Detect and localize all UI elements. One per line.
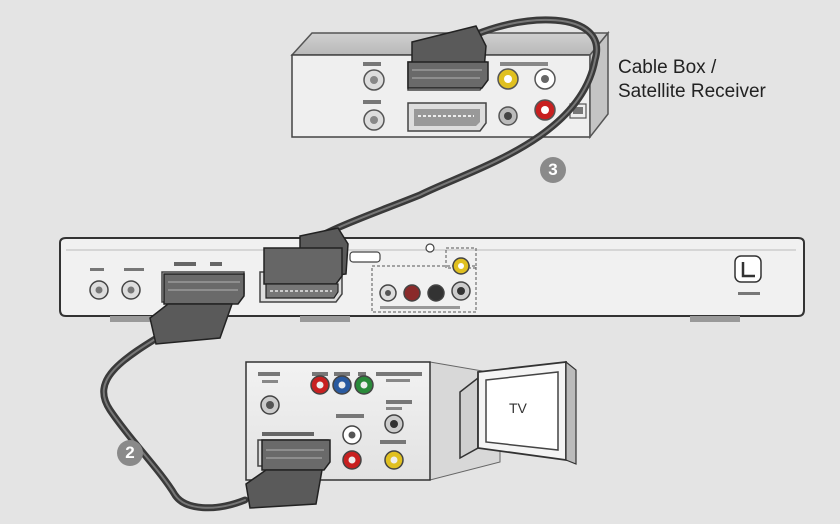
audio-out-red-jack (534, 99, 556, 121)
scart-plug-cable-box (407, 25, 489, 89)
scart-plug-tv (245, 439, 331, 509)
s-video-jack (498, 106, 518, 126)
rf-out-label (363, 100, 381, 104)
dvd-av-jack-dark (427, 284, 445, 302)
step-2-badge: 2 (117, 440, 143, 466)
dvd-rf-out-jack (121, 280, 141, 300)
cable-box-label-line1: Cable Box / (618, 57, 717, 78)
dvd-video-yellow-jack (452, 257, 470, 275)
cable-box-label-line2: Satellite Receiver (618, 81, 766, 102)
dvd-av-jack-1 (379, 284, 397, 302)
tv-video-yellow-jack (384, 450, 404, 470)
rf-in-label (363, 62, 381, 66)
dvd-s-video-jack (451, 281, 471, 301)
cable-box (290, 30, 610, 140)
tv-component-green-jack (354, 375, 374, 395)
cable-box-label: Cable Box / Satellite Receiver (618, 56, 766, 104)
tv-component-blue-jack (332, 375, 352, 395)
dvd-power-socket (734, 255, 762, 295)
tv-audio-jack (260, 395, 280, 415)
video-out-yellow-jack (497, 68, 519, 90)
audio-out-white-jack (534, 68, 556, 90)
rf-out-jack (363, 109, 385, 131)
rf-in-jack (363, 69, 385, 91)
scart-cable-2 (100, 326, 249, 512)
tv-label: TV (509, 400, 527, 416)
cable-box-scart-socket-bottom (407, 102, 487, 132)
tv-s-video-jack (384, 414, 404, 434)
scart-plug-dvd-ext1 (149, 273, 245, 345)
tv-set (459, 360, 577, 465)
step-3-badge: 3 (540, 157, 566, 183)
scart-plug-dvd-ext2 (263, 227, 349, 299)
dvd-av-jack-red (403, 284, 421, 302)
tv-component-red-jack (310, 375, 330, 395)
dvd-digital-port (349, 243, 435, 263)
tv-audio-white-jack (342, 425, 362, 445)
tv-audio-red-jack (342, 450, 362, 470)
dvd-rf-in-jack (89, 280, 109, 300)
